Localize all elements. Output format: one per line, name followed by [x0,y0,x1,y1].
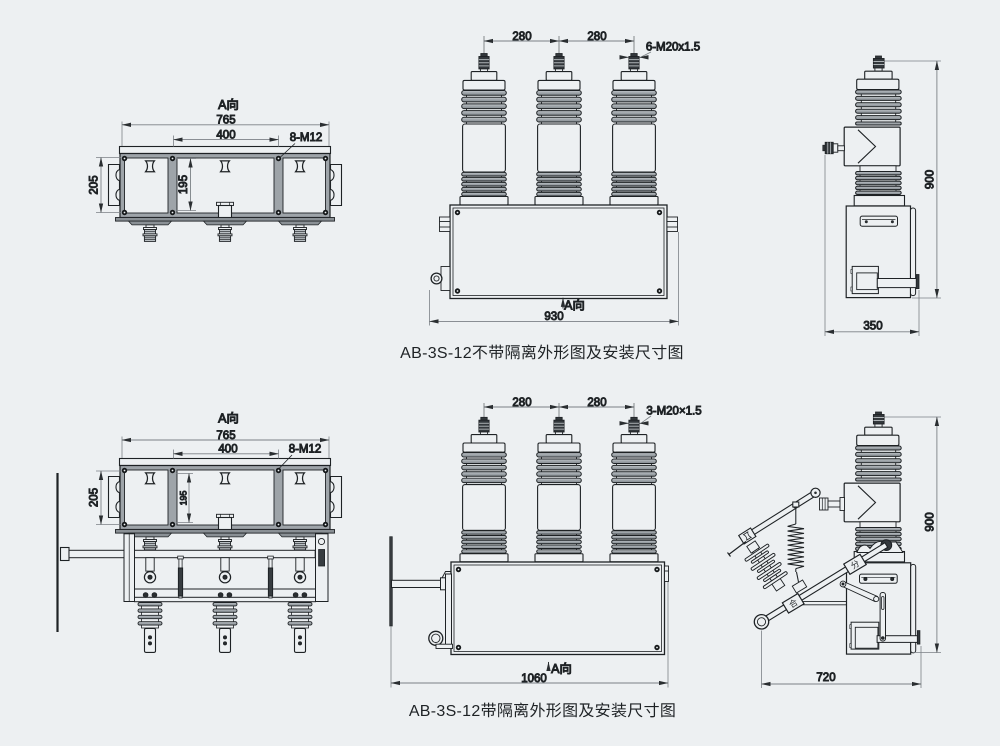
disconnector-pole-2 [212,557,238,654]
bottom-front-dim-phase-right: 280 [587,397,606,409]
top-front-view: 280 280 6-M20x1.5 A向 930 [429,30,701,326]
corner-bolt [654,644,660,651]
bottom-side-dim-depth: 720 [816,672,835,684]
top-side-column [843,55,906,207]
bottom-figure-caption: AB-3S-12带隔离外形图及安装尺寸图 [409,697,676,721]
bottom-plan-holes-label: 8-M12 [289,444,322,456]
bottom-front-dim-overall-width: 1060 [521,673,547,685]
bottom-front-box [450,561,666,656]
top-plan-dimensions: A向 765 400 8-M12 205 195 [88,94,330,213]
corner-bolt [454,209,461,216]
tie-rod-2 [267,555,274,599]
disconnector-pole-1 [137,557,163,654]
spring [787,501,805,583]
bottom-side-view: 合 分 900 720 [727,411,941,688]
bottom-side-box [801,562,921,655]
bottom-front-bushing-2 [534,416,584,563]
bottom-front-linkage [389,536,453,649]
top-plan-view-label: A向 [218,94,239,113]
top-front-bushing-1 [459,52,509,206]
top-front-bushing-2 [534,52,584,206]
bottom-side-disconnector: 合 分 [727,487,904,630]
corner-bolt [656,288,663,294]
figure-without-isolation: A向 765 400 8-M12 205 195 [88,30,941,363]
figure-with-isolation: A向 765 400 8-M12 205 195 [56,396,941,721]
bottom-front-dimensions: 280 280 3-M20×1.5 A向 1060 [390,396,702,688]
bottom-front-bushing-3 [609,416,659,563]
top-front-dimensions: 280 280 6-M20x1.5 A向 930 [429,30,701,326]
disconnector-pole-3 [287,557,313,654]
top-side-terminal [822,141,845,155]
top-front-box [449,204,668,300]
bottom-front-bushing-1 [459,416,509,563]
bottom-side-column [843,411,906,563]
bottom-plan-dimensions: A向 765 400 8-M12 205 195 [88,407,330,525]
open-position-plate: 分 [842,553,868,576]
bottom-plan-body [109,459,342,554]
bottom-front-view: 280 280 3-M20×1.5 A向 1060 [389,396,702,688]
top-plan-view: A向 765 400 8-M12 205 195 [88,94,342,242]
top-side-dim-height: 900 [925,170,937,189]
bottom-side-dim-height: 900 [925,512,937,531]
top-plan-dim-mounting-depth: 195 [178,175,190,194]
bottom-plan-dim-overall-depth: 205 [89,488,101,507]
corner-bolt [455,644,462,651]
top-plan-dim-overall-width: 765 [216,115,235,127]
top-side-dimensions: 900 350 [824,60,941,336]
bottom-plan-dim-mounting-depth: 195 [179,491,189,506]
bottom-plan-view-label: A向 [218,408,239,427]
corner-bolt [654,566,660,573]
bottom-front-dim-phase-left: 280 [512,397,531,409]
bottom-plan-view: A向 765 400 8-M12 205 195 [56,407,342,654]
bottom-plan-frame [56,473,329,654]
top-plan-body [109,147,342,242]
bottom-front-terminal-thread: 3-M20×1.5 [646,406,701,418]
top-front-terminal-thread: 6-M20x1.5 [646,42,700,54]
top-side-dim-depth: 350 [863,321,882,333]
top-figure-caption: AB-3S-12不带隔离外形图及安装尺寸图 [400,339,684,363]
bottom-plan-dim-overall-width: 765 [216,430,235,442]
top-front-view-label: A向 [564,295,585,314]
top-front-dim-phase-left: 280 [512,31,531,43]
corner-bolt [455,566,462,573]
bottom-plan-dim-mounting-span: 400 [218,444,237,456]
close-position-plate: 合 [781,592,805,614]
top-side-view: 900 350 [822,55,941,336]
top-side-box [845,205,920,299]
corner-bolt [656,209,663,216]
top-plan-dim-overall-depth: 205 [89,175,101,194]
bottom-side-dimensions: 900 720 [761,416,941,688]
top-front-bushing-3 [609,52,659,206]
top-front-lug [430,266,451,291]
top-front-dim-overall-width: 930 [544,311,563,323]
corner-bolt [454,288,461,294]
top-front-dim-phase-right: 280 [587,31,606,43]
top-plan-holes-label: 8-M12 [290,132,323,144]
bottom-front-view-label: A向 [551,658,572,677]
tie-rod-1 [177,555,184,599]
top-plan-dim-mounting-span: 400 [216,129,235,141]
